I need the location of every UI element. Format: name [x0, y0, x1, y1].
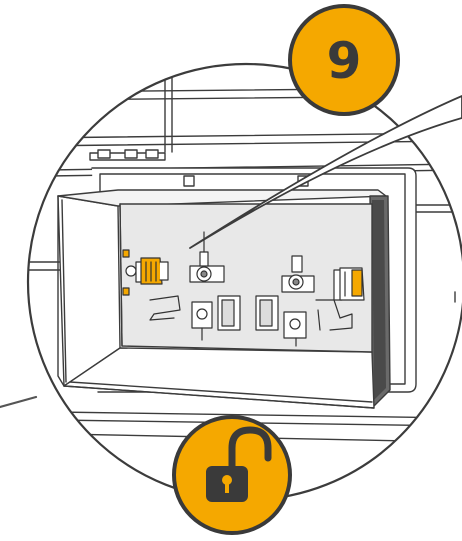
step-number-badge: 9 — [290, 6, 398, 114]
top-mounting-rail — [90, 150, 165, 160]
step-number: 9 — [327, 32, 362, 90]
right-latch — [334, 268, 364, 300]
unlock-badge — [174, 417, 290, 533]
